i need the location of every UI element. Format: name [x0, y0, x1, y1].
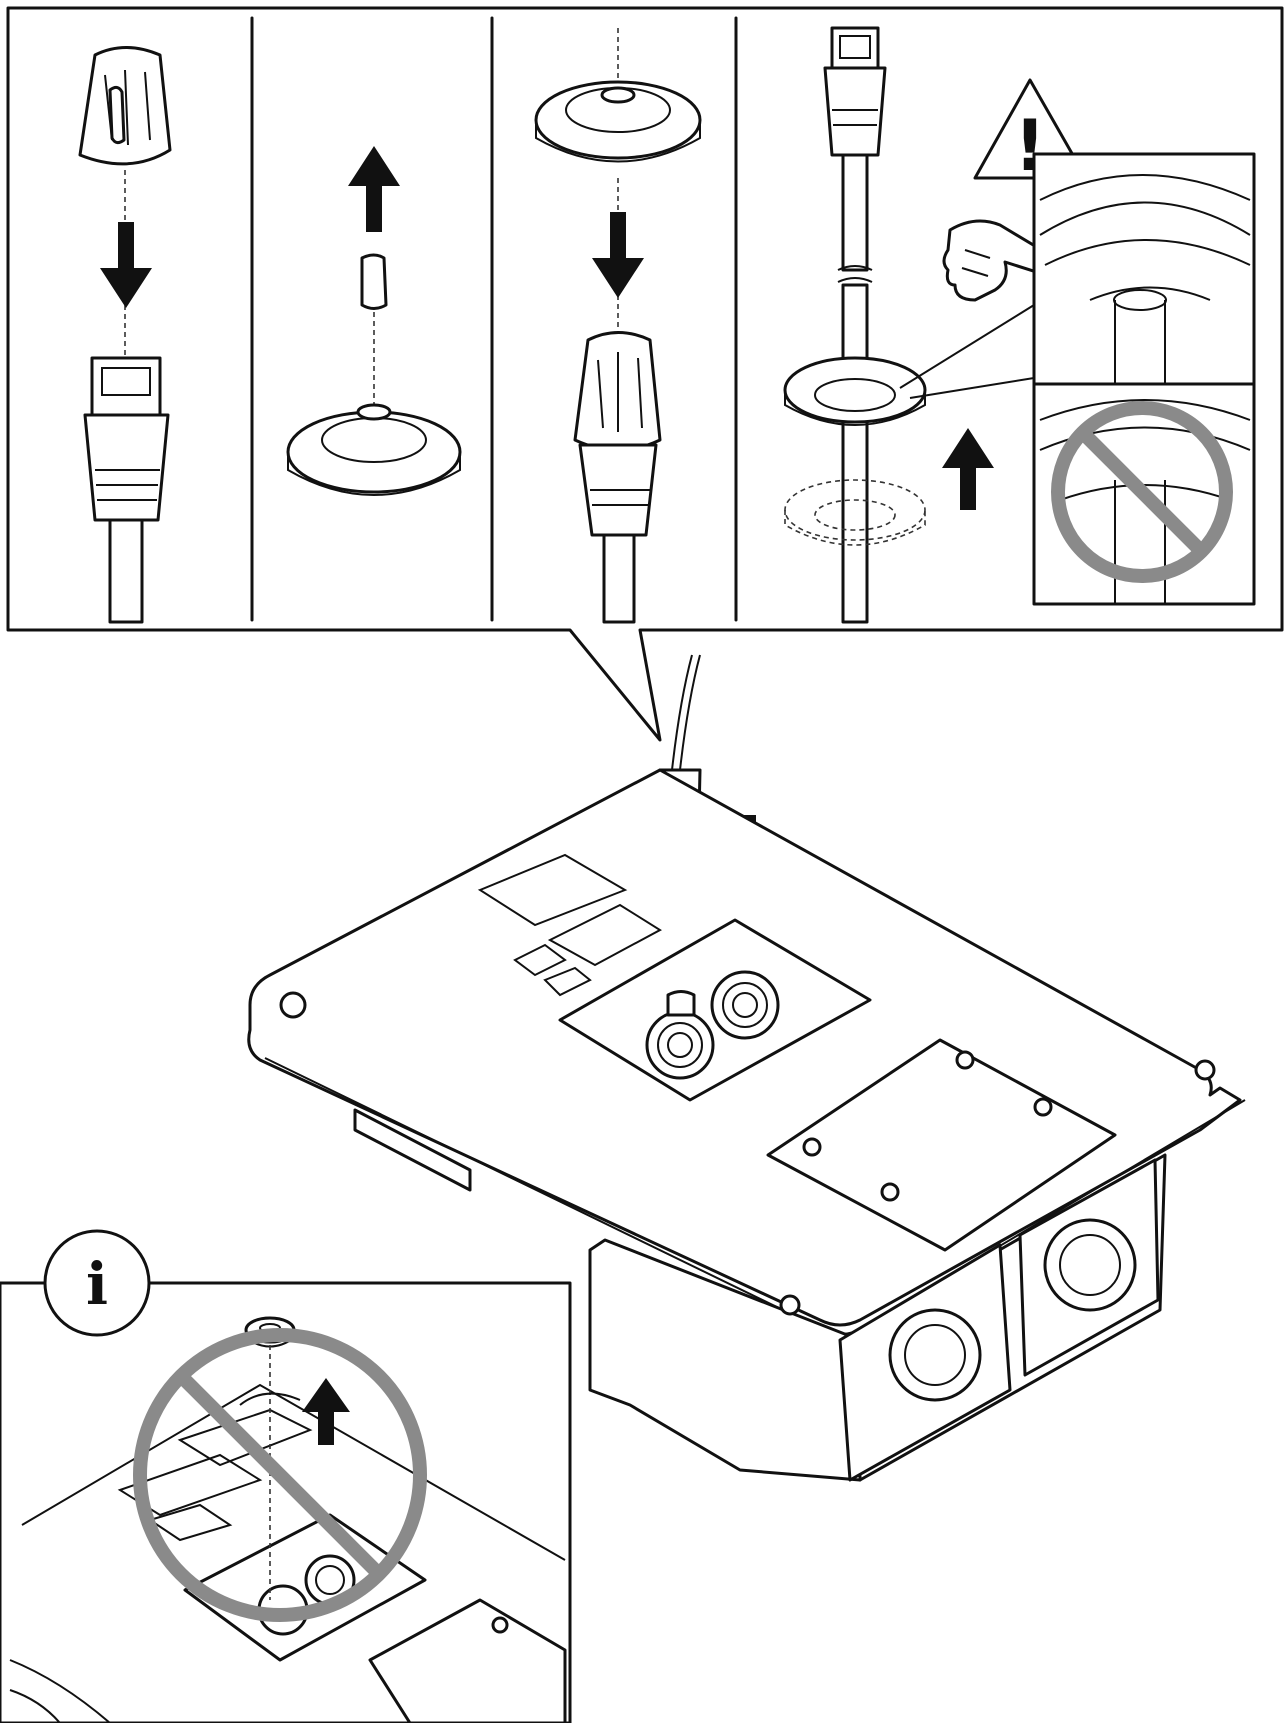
grommet-plug-icon [360, 253, 388, 310]
step-4-slide-grommet: ! [783, 26, 1256, 624]
prohibition-circle-icon [133, 1328, 427, 1622]
step-2-remove-plug [286, 146, 462, 496]
rear-socket-icon [1018, 1158, 1160, 1377]
prohibition-circle-icon [1051, 401, 1233, 583]
arrow-up-icon [942, 428, 994, 510]
cable-gland-plate [558, 918, 872, 1102]
arrow-up-icon [302, 1378, 350, 1445]
step-1-clip-onto-plug [78, 46, 172, 624]
cable-grommet-icon [783, 356, 927, 426]
snap-clip-icon [78, 46, 172, 166]
rear-socket-icon [838, 1243, 1012, 1482]
correct-detail-inset [1032, 152, 1256, 386]
cable-grommet-icon [286, 403, 462, 496]
arrow-down-icon [592, 212, 644, 298]
info-inset-panel: i [0, 1229, 572, 1723]
grommet-start-position-dashed [784, 479, 926, 546]
arrow-down-icon [100, 222, 152, 308]
incorrect-detail-inset [1032, 382, 1256, 606]
cover-plate [766, 1038, 1117, 1252]
step-3-grommet-onto-clip [534, 28, 702, 624]
arrow-up-icon [348, 146, 400, 232]
cable-grommet-icon [534, 80, 702, 163]
info-circle-icon: i [43, 1229, 151, 1337]
rj45-plug-icon [83, 356, 170, 624]
info-symbol: i [86, 1250, 108, 1318]
inset-housing-detail [9, 1383, 567, 1723]
charger-housing [247, 654, 1246, 1482]
clip-on-plug-icon [573, 331, 662, 624]
